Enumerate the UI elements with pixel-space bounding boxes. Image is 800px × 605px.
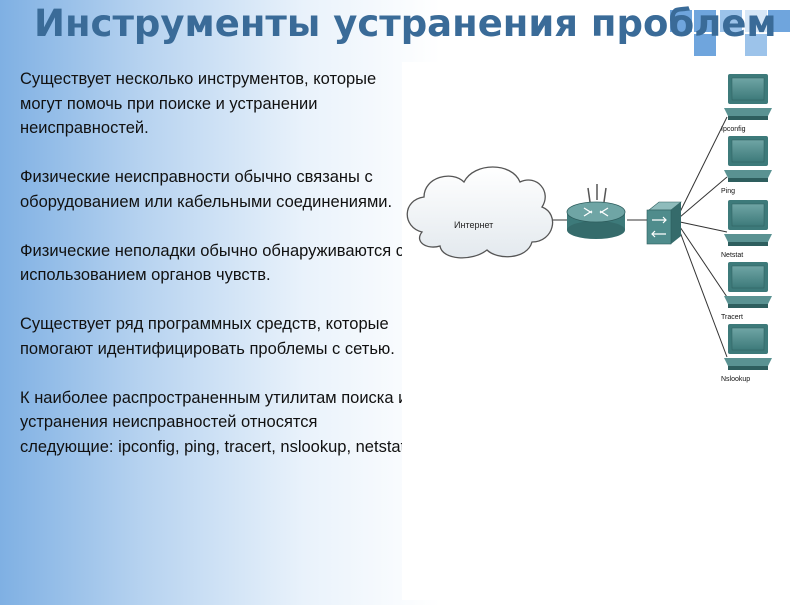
slide-body: Существует несколько инструментов, котор… bbox=[20, 67, 410, 484]
computer: Ping bbox=[721, 136, 772, 195]
paragraph: К наиболее распространенным утилитам пои… bbox=[20, 388, 410, 456]
internet-cloud: Интернет bbox=[406, 166, 554, 259]
computer-label: Ipconfig bbox=[721, 126, 746, 133]
router-icon bbox=[566, 184, 626, 239]
paragraph: Физические неисправности обычно связаны … bbox=[20, 168, 393, 211]
cloud-label: Интернет bbox=[454, 220, 493, 230]
paragraph: Существует ряд программных средств, кото… bbox=[20, 315, 395, 358]
network-diagram-svg: Интернет Ipconfig bbox=[406, 74, 772, 383]
computer: Ipconfig bbox=[721, 74, 772, 133]
paragraph: Физические неполадки обычно обнаруживают… bbox=[20, 241, 404, 285]
computer-label: Nslookup bbox=[721, 376, 750, 383]
network-diagram: Интернет Ipconfig bbox=[402, 62, 800, 600]
slide-title: Инструменты устранения проблем bbox=[34, 2, 777, 45]
switch-icon bbox=[646, 201, 682, 245]
computer-label: Tracert bbox=[721, 314, 743, 321]
computer: Netstat bbox=[721, 200, 772, 259]
computer: Nslookup bbox=[721, 324, 772, 383]
computer-label: Ping bbox=[721, 188, 735, 195]
network-links bbox=[542, 116, 728, 358]
computer-label: Netstat bbox=[721, 252, 743, 259]
computer: Tracert bbox=[721, 262, 772, 321]
decorative-squares bbox=[0, 0, 800, 70]
paragraph: Существует несколько инструментов, котор… bbox=[20, 70, 377, 137]
